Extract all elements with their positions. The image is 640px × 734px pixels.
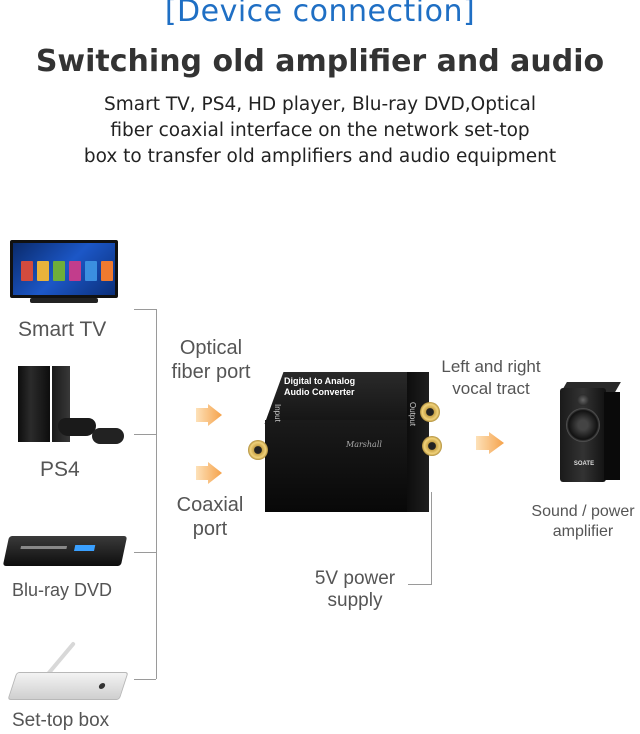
amplifier-label: Sound / power amplifier	[526, 502, 640, 542]
converter-label: Digital to Analog Audio Converter	[284, 376, 355, 398]
channel-line: Left and right	[441, 357, 541, 376]
right-arrow-icon	[196, 462, 222, 484]
description-line: Smart TV, PS4, HD player, Blu-ray DVD,Op…	[104, 94, 536, 115]
section-subtitle: Switching old amplifier and audio	[35, 44, 605, 79]
right-arrow-icon	[476, 432, 504, 454]
converter-line: Digital to Analog	[284, 376, 356, 386]
coaxial-jack-icon	[248, 440, 268, 460]
coaxial-port-line: port	[192, 518, 228, 540]
channel-line: vocal tract	[452, 379, 530, 398]
power-supply-line: supply	[327, 590, 383, 611]
converter-output-label: Output	[408, 402, 417, 427]
converter-input-label: Input	[273, 404, 282, 422]
amplifier-line: amplifier	[552, 523, 614, 540]
source-label-ps4: PS4	[40, 458, 80, 481]
power-supply-label: 5V power supply	[300, 568, 410, 612]
speaker-badge: SOATE	[573, 461, 595, 467]
source-label-bluray: Blu-ray DVD	[12, 580, 113, 600]
rca-jack-icon	[420, 402, 440, 422]
rca-jack-icon	[422, 436, 442, 456]
right-arrow-icon	[196, 404, 222, 426]
optical-port-label: Optical fiber port	[165, 336, 257, 384]
description: Smart TV, PS4, HD player, Blu-ray DVD,Op…	[20, 92, 620, 170]
description-line: box to transfer old amplifiers and audio…	[83, 146, 557, 167]
coaxial-port-line: Coaxial	[176, 494, 244, 516]
source-label-smart-tv: Smart TV	[18, 318, 107, 341]
coaxial-port-label: Coaxial port	[170, 493, 250, 541]
channel-label: Left and right vocal tract	[430, 356, 552, 400]
converter-line: Audio Converter	[284, 387, 355, 397]
source-label-set-top-box: Set-top box	[12, 710, 110, 731]
amplifier-line: Sound / power	[531, 503, 635, 520]
bluray-player-image	[2, 536, 128, 566]
optical-port-line: fiber port	[171, 361, 251, 383]
description-line: fiber coaxial interface on the network s…	[110, 120, 530, 141]
optical-port-line: Optical	[179, 337, 243, 359]
converter-brand: Marshall	[346, 440, 382, 449]
section-heading: [Device connection]	[164, 0, 476, 29]
power-supply-line: 5V power	[314, 568, 396, 589]
